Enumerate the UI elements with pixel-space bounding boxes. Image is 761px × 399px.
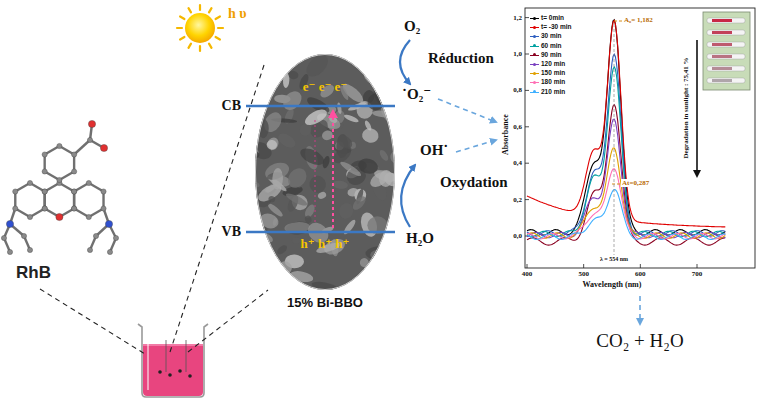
label: λ = 554 nm	[599, 256, 629, 263]
label: 500	[578, 270, 589, 278]
reaction-arrows	[400, 40, 415, 227]
legend-text: 180 min	[541, 78, 565, 85]
label: 0,2	[513, 196, 522, 204]
label: CO₂ + H₂O	[596, 330, 683, 352]
charge-carriers: e⁻ e⁻ e⁻	[303, 80, 347, 95]
legend-marker	[533, 72, 536, 75]
legend-marker	[533, 53, 536, 56]
label: 0,6	[513, 123, 522, 131]
legend-text: 90 min	[541, 51, 562, 58]
label: 600	[635, 270, 646, 278]
uv-vis-chart	[525, 8, 755, 268]
label: Réduction	[428, 50, 494, 67]
label: At=0,287	[621, 179, 650, 187]
label: A₀= 1,182	[623, 16, 654, 24]
label: 0,8	[513, 86, 522, 94]
legend-text: 60 min	[541, 42, 562, 49]
legend-text: 30 min	[541, 32, 562, 39]
label: RhB	[16, 263, 51, 283]
legend-marker	[533, 63, 536, 66]
label: Wavelength (nm)	[583, 280, 642, 289]
legend-text: t= 0min	[541, 14, 564, 21]
label: 400	[522, 270, 533, 278]
legend-marker	[533, 35, 536, 38]
label: H₂O	[406, 230, 434, 247]
legend-marker	[533, 90, 536, 93]
legend-marker	[533, 81, 536, 84]
catalyst-name: 15% Bi-BBO	[287, 296, 363, 311]
label: 1,0	[513, 50, 522, 58]
label: VB	[222, 224, 241, 240]
label: 0,0	[513, 232, 522, 240]
label: CB	[222, 98, 241, 114]
label: OH˙	[420, 142, 448, 159]
inset-photo	[703, 12, 750, 90]
label: 1,2	[513, 14, 522, 22]
label: 0,4	[513, 159, 522, 167]
rhb-molecule	[1, 120, 118, 254]
beaker	[138, 324, 208, 397]
sun-icon	[177, 5, 223, 51]
legend-marker	[533, 17, 536, 20]
label: Degradation in sunlight : 75,41 %	[682, 57, 690, 158]
label: Oxydation	[440, 174, 508, 191]
legend-marker	[533, 44, 536, 47]
legend-text: 150 min	[541, 69, 565, 76]
legend-text: t= -30 min	[541, 23, 572, 30]
legend-text: 120 min	[541, 60, 565, 67]
label: ˙O₂⁻	[402, 86, 431, 103]
catalyst-particle: e⁻ e⁻ e⁻h⁺ h⁺ h⁺15% Bi-BBO	[255, 54, 395, 290]
label: 700	[692, 270, 703, 278]
label: O₂	[404, 18, 420, 35]
label: h υ	[228, 6, 247, 22]
legend-text: 210 min	[541, 88, 565, 95]
label: Absorbance	[500, 115, 509, 156]
legend-marker	[533, 26, 536, 29]
leader-lines	[40, 62, 268, 354]
charge-carriers: h⁺ h⁺ h⁺	[301, 237, 350, 252]
